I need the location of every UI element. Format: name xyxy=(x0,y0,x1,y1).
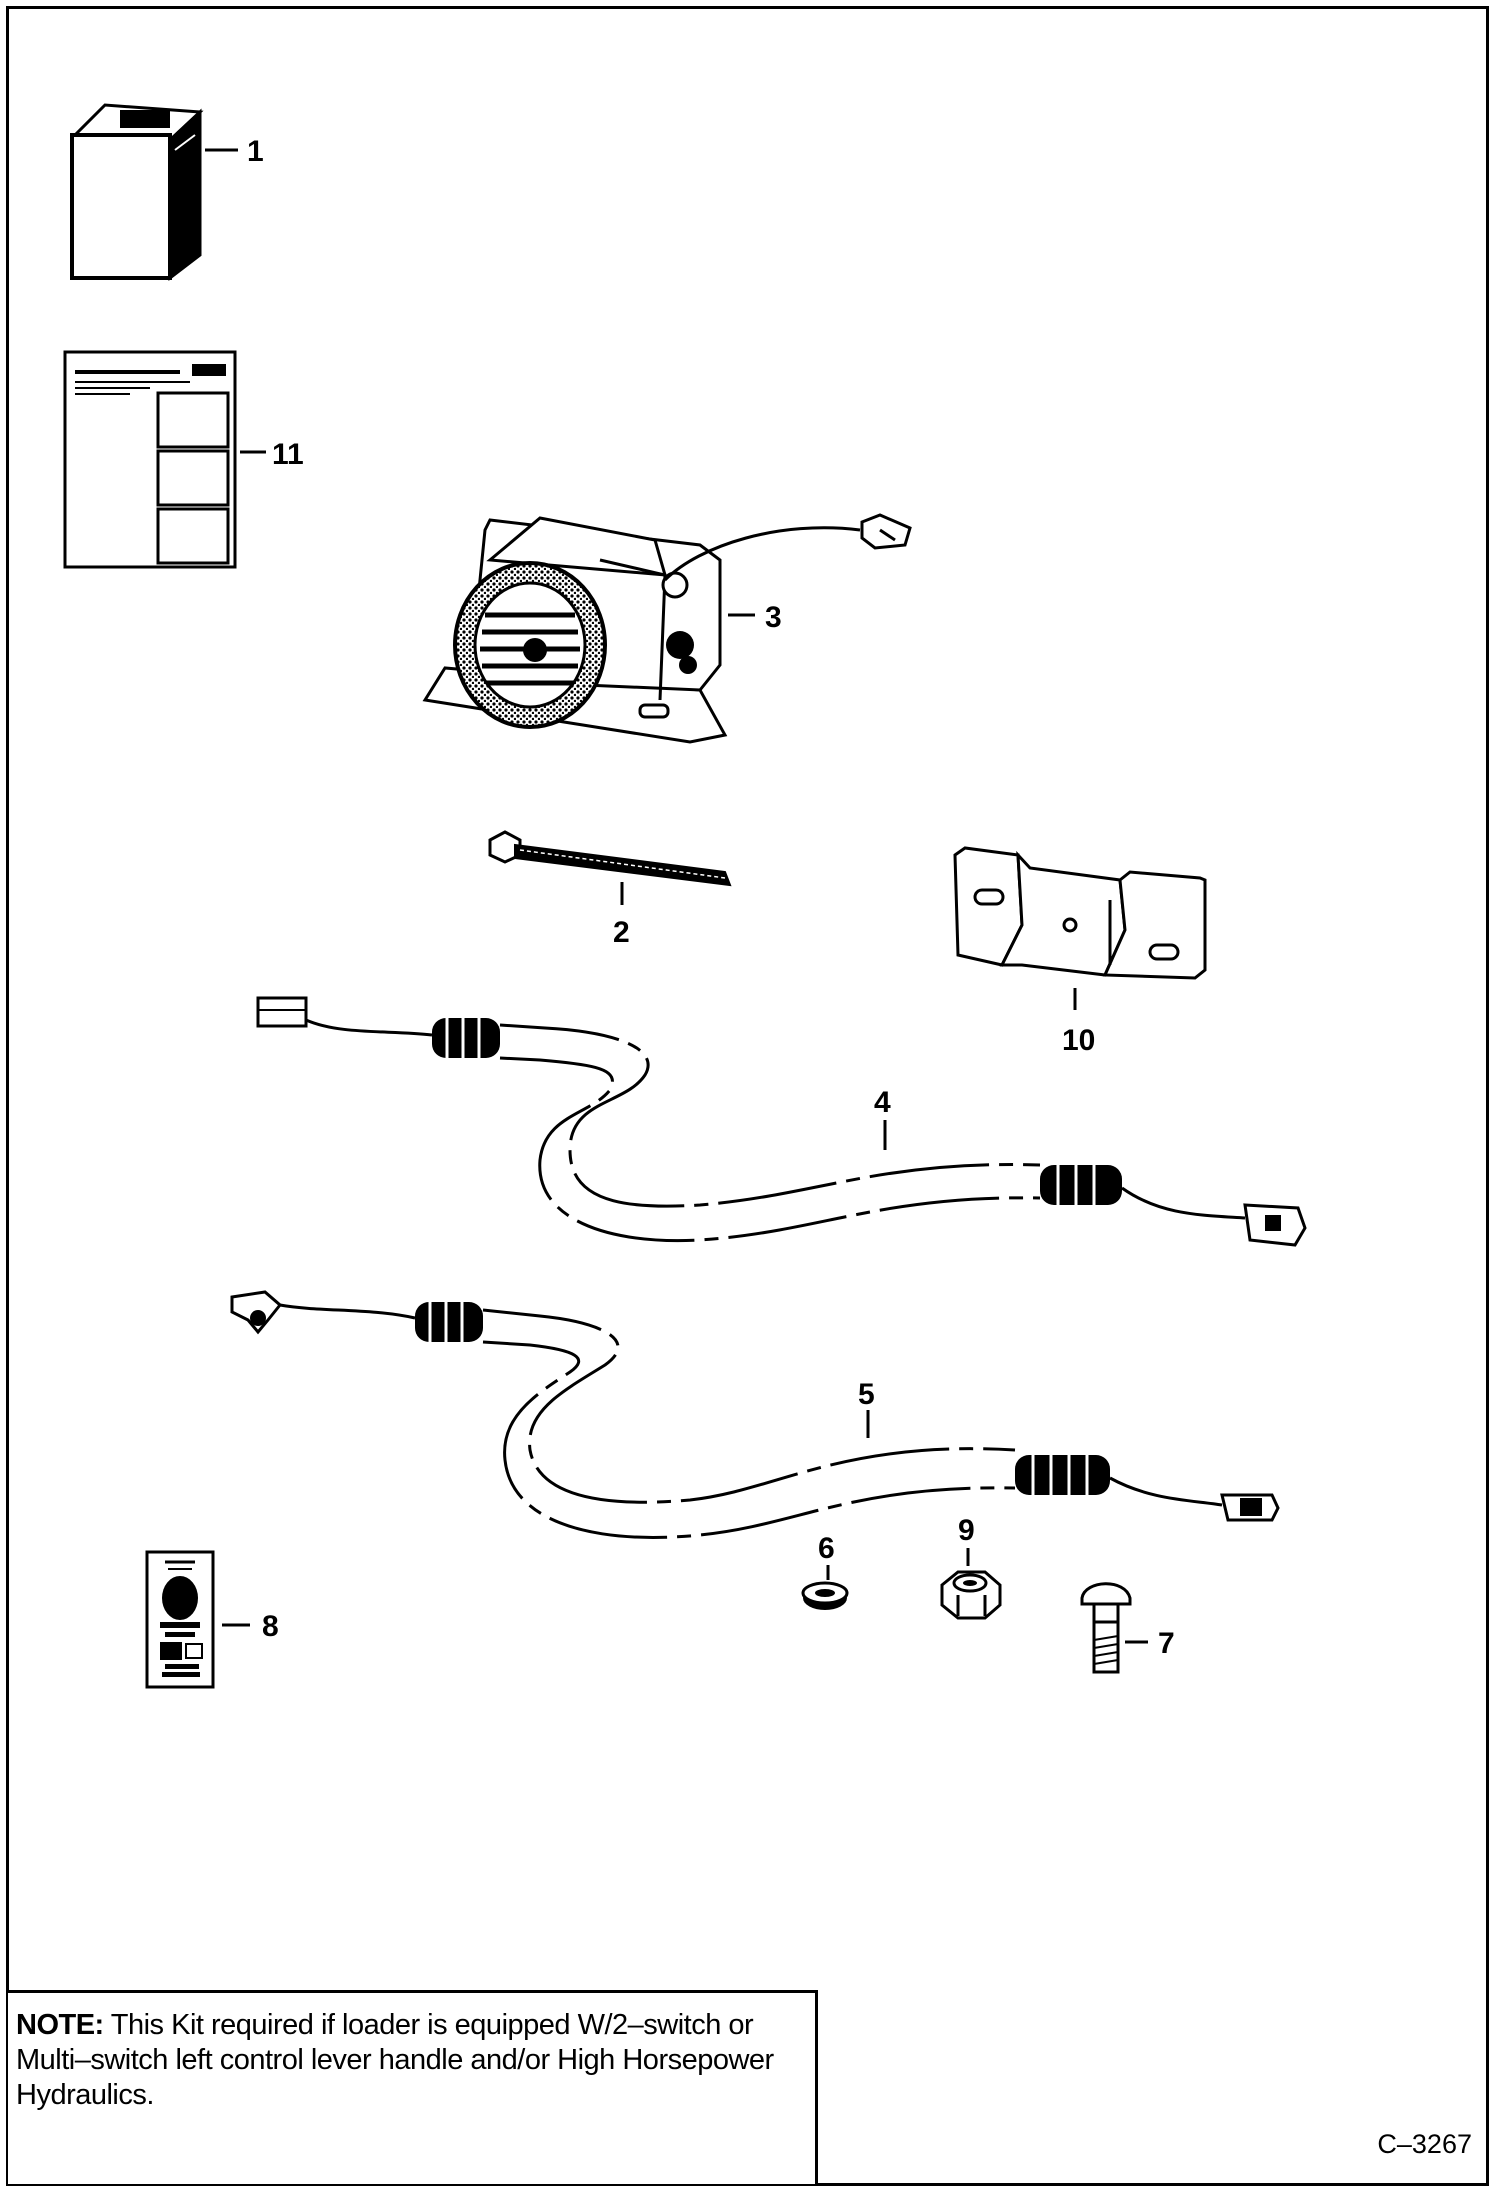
washer-part xyxy=(801,1581,849,1610)
decal-part xyxy=(145,1550,215,1689)
callout-1: 1 xyxy=(247,135,264,168)
mounting-bracket-part xyxy=(953,846,1207,980)
callout-3: 3 xyxy=(765,601,782,634)
callout-7: 7 xyxy=(1158,1627,1175,1660)
callout-9: 9 xyxy=(958,1514,975,1547)
callout-10: 10 xyxy=(1062,1024,1095,1057)
callout-5: 5 xyxy=(858,1378,875,1411)
kit-box-part xyxy=(70,103,204,282)
note-text: NOTE: This Kit required if loader is equ… xyxy=(16,2008,816,2113)
callout-8: 8 xyxy=(262,1610,279,1643)
page-frame xyxy=(6,6,1489,2186)
wiring-harness-5-part xyxy=(230,1290,1280,1539)
note-box xyxy=(8,1990,818,2184)
figure-id: C–3267 xyxy=(1377,2129,1472,2159)
cable-tie-part xyxy=(488,830,732,887)
callout-11: 11 xyxy=(272,438,304,471)
wiring-harness-4-part xyxy=(256,996,1307,1247)
nut-part xyxy=(940,1570,1002,1620)
instruction-sheet-part xyxy=(63,350,237,569)
callout-6: 6 xyxy=(818,1532,835,1565)
note-label: NOTE: xyxy=(16,2009,104,2041)
bolt-part xyxy=(1080,1582,1132,1674)
note-body: This Kit required if loader is equipped … xyxy=(16,2009,774,2111)
callout-2: 2 xyxy=(613,916,630,949)
callout-4: 4 xyxy=(874,1086,891,1119)
backup-alarm-part xyxy=(422,513,912,744)
